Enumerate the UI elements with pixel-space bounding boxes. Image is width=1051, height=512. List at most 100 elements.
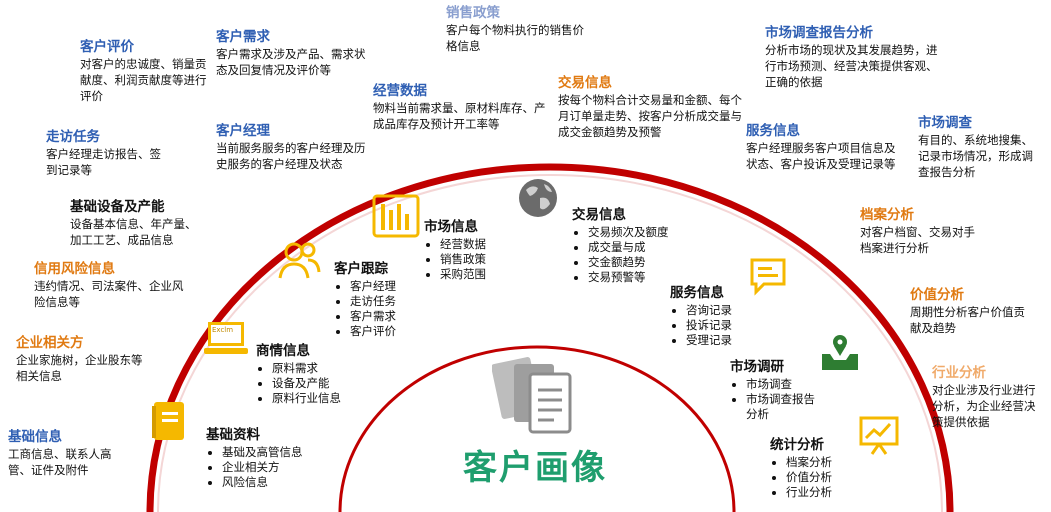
- outer-desc: 分析市场的现状及其发展趋势，进行市场预测、经营决策提供客观、正确的依据: [765, 43, 938, 89]
- market-chart-icon: [372, 194, 420, 238]
- list-item: 企业相关方: [222, 460, 303, 475]
- list-item: 客户需求: [350, 309, 396, 324]
- outer-desc: 工商信息、联系人高管、证件及附件: [8, 447, 112, 477]
- outer-title: 销售政策: [446, 5, 500, 21]
- inner-list: 交易频次及额度 成交量与成 交金额趋势 交易预警等: [572, 225, 669, 285]
- list-item: 风险信息: [222, 475, 303, 490]
- outer-title: 信用风险信息: [34, 261, 115, 277]
- list-item: 市场调查: [746, 377, 826, 392]
- outer-desc: 当前服务服务的客户经理及历史服务的客户经理及状态: [216, 141, 366, 171]
- list-item: 市场调查报告分析: [746, 392, 826, 422]
- inner-list: 咨询记录 投诉记录 受理记录: [670, 303, 732, 348]
- outer-desc: 违约情况、司法案件、企业风险信息等: [34, 279, 184, 309]
- outer-customer-demand: 客户需求 客户需求及涉及产品、需求状态及回复情况及评价等: [216, 28, 376, 78]
- center-title: 客户画像: [463, 448, 607, 488]
- outer-desc: 客户经理走访报告、签到记录等: [46, 147, 161, 177]
- inner-title: 服务信息: [670, 285, 724, 301]
- outer-title: 客户需求: [216, 29, 270, 45]
- list-item: 档案分析: [786, 455, 832, 470]
- people-icon: [278, 242, 321, 279]
- laptop-icon: Exclm: [204, 320, 248, 356]
- inner-title: 市场信息: [424, 219, 478, 235]
- list-item: 基础及高管信息: [222, 445, 303, 460]
- outer-title: 档案分析: [860, 207, 914, 223]
- outer-title: 走访任务: [46, 129, 100, 145]
- inner-list: 档案分析 价值分析 行业分析: [770, 455, 832, 500]
- list-item: 销售政策: [440, 252, 486, 267]
- outer-desc: 按每个物料合计交易量和金额、每个月订单量走势、按客户分析成交量与成交金额趋势及预…: [558, 93, 742, 139]
- outer-market-survey: 市场调查 有目的、系统地搜集、记录市场情况，形成调查报告分析: [918, 114, 1044, 180]
- inner-customer-tracking: 客户跟踪 客户经理 走访任务 客户需求 客户评价: [334, 260, 396, 339]
- globe-icon: [519, 179, 557, 217]
- outer-desc: 物料当前需求量、原材料库存、产成品库存及预计开工率等: [373, 101, 546, 131]
- outer-arc: [146, 163, 954, 512]
- outer-title: 企业相关方: [16, 335, 84, 351]
- outer-value-analysis: 价值分析 周期性分析客户价值贡献及趋势: [910, 286, 1030, 336]
- outer-desc: 客户需求及涉及产品、需求状态及回复情况及评价等: [216, 47, 366, 77]
- outer-title: 市场调查报告分析: [765, 25, 873, 41]
- outer-desc: 周期性分析客户价值贡献及趋势: [910, 305, 1025, 335]
- inner-title: 市场调研: [730, 359, 784, 375]
- list-item: 交金额趋势: [588, 255, 669, 270]
- outer-enterprise-related: 企业相关方 企业家施树，企业股东等相关信息: [16, 334, 146, 384]
- inner-business-info: 商情信息 原料需求 设备及产能 原料行业信息: [256, 342, 341, 406]
- outer-desc: 客户每个物料执行的销售价格信息: [446, 23, 584, 53]
- outer-desc: 设备基本信息、年产量、加工工艺、成品信息: [70, 217, 197, 247]
- inner-title: 商情信息: [256, 343, 310, 359]
- outer-desc: 客户经理服务客户项目信息及状态、客户投诉及受理记录等: [746, 141, 896, 171]
- outer-visit-tasks: 走访任务 客户经理走访报告、签到记录等: [46, 128, 166, 178]
- list-item: 咨询记录: [686, 303, 732, 318]
- list-item: 行业分析: [786, 485, 832, 500]
- location-box-icon: [822, 335, 858, 370]
- outer-sales-policy: 销售政策 客户每个物料执行的销售价格信息: [446, 4, 586, 54]
- outer-customer-evaluation: 客户评价 对客户的忠诚度、销量贡献度、利润贡献度等进行评价: [80, 38, 210, 104]
- outer-archive-analysis: 档案分析 对客户档窗、交易对手档案进行分析: [860, 206, 980, 256]
- inner-statistics-analysis: 统计分析 档案分析 价值分析 行业分析: [770, 436, 832, 500]
- inner-list: 原料需求 设备及产能 原料行业信息: [256, 361, 341, 406]
- list-item: 经营数据: [440, 237, 486, 252]
- outer-title: 行业分析: [932, 365, 986, 381]
- list-item-text: 市场调查报告分析: [746, 392, 815, 421]
- list-item: 原料需求: [272, 361, 341, 376]
- outer-desc: 对客户的忠诚度、销量贡献度、利润贡献度等进行评价: [80, 57, 207, 103]
- outer-industry-analysis: 行业分析 对企业涉及行业进行分析，为企业经营决策提供依据: [932, 364, 1044, 430]
- outer-equipment-capacity: 基础设备及产能 设备基本信息、年产量、加工工艺、成品信息: [70, 198, 200, 248]
- outer-title: 价值分析: [910, 287, 964, 303]
- list-item: 成交量与成: [588, 240, 669, 255]
- trend-board-icon: [859, 416, 899, 455]
- inner-list: 基础及高管信息 企业相关方 风险信息: [206, 445, 303, 490]
- book-icon: [152, 402, 184, 440]
- inner-transaction-info: 交易信息 交易频次及额度 成交量与成 交金额趋势 交易预警等: [572, 206, 669, 285]
- outer-desc: 对企业涉及行业进行分析，为企业经营决策提供依据: [932, 383, 1036, 429]
- list-item: 客户评价: [350, 324, 396, 339]
- list-item: 投诉记录: [686, 318, 732, 333]
- inner-market-info: 市场信息 经营数据 销售政策 采购范围: [424, 218, 486, 282]
- outer-desc: 有目的、系统地搜集、记录市场情况，形成调查报告分析: [918, 133, 1033, 179]
- list-item: 受理记录: [686, 333, 732, 348]
- outer-market-survey-report: 市场调查报告分析 分析市场的现状及其发展趋势，进行市场预测、经营决策提供客观、正…: [765, 24, 945, 90]
- outer-credit-risk: 信用风险信息 违约情况、司法案件、企业风险信息等: [34, 260, 184, 310]
- list-item: 采购范围: [440, 267, 486, 282]
- inner-service-info: 服务信息 咨询记录 投诉记录 受理记录: [670, 284, 732, 348]
- inner-title: 交易信息: [572, 207, 626, 223]
- inner-basic-data: 基础资料 基础及高管信息 企业相关方 风险信息: [206, 426, 303, 490]
- list-item: 走访任务: [350, 294, 396, 309]
- laptop-screen-text: Exclm: [212, 326, 234, 334]
- inner-title: 统计分析: [770, 437, 824, 453]
- inner-list: 市场调查 市场调查报告分析: [730, 377, 826, 422]
- documents-icon: [492, 357, 572, 434]
- inner-title: 基础资料: [206, 427, 260, 443]
- list-item: 价值分析: [786, 470, 832, 485]
- outer-desc: 对客户档窗、交易对手档案进行分析: [860, 225, 975, 255]
- inner-arc: [338, 345, 736, 512]
- outer-title: 客户经理: [216, 123, 270, 139]
- inner-list: 客户经理 走访任务 客户需求 客户评价: [334, 279, 396, 339]
- outer-title: 交易信息: [558, 75, 612, 91]
- outer-title: 服务信息: [746, 123, 800, 139]
- outer-desc: 企业家施树，企业股东等相关信息: [16, 353, 143, 383]
- list-item: 交易频次及额度: [588, 225, 669, 240]
- outer-title: 经营数据: [373, 83, 427, 99]
- outer-title: 市场调查: [918, 115, 972, 131]
- outer-operating-data: 经营数据 物料当前需求量、原材料库存、产成品库存及预计开工率等: [373, 82, 553, 132]
